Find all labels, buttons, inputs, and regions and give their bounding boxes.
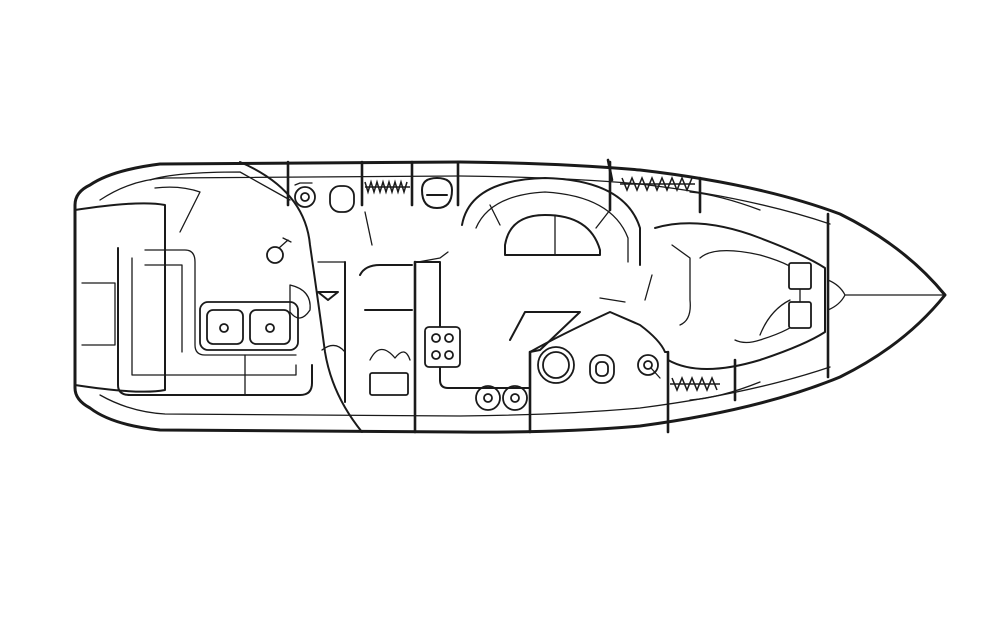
sink-drain-right bbox=[265, 323, 275, 333]
aft-head-faucet bbox=[294, 182, 313, 186]
aft-head-sink-drain bbox=[300, 192, 310, 202]
forward-hanging-locker-bottom bbox=[670, 376, 720, 392]
stove-burner-2 bbox=[444, 333, 454, 343]
forward-head-wall bbox=[529, 311, 669, 353]
forward-head-shower-drain bbox=[542, 351, 570, 379]
swim-platform bbox=[74, 202, 166, 393]
transom-step bbox=[81, 282, 116, 346]
galley-stove bbox=[424, 326, 461, 368]
stove-burner-4 bbox=[444, 350, 454, 360]
v-berth-locker-upper bbox=[788, 262, 812, 290]
anchor-locker bbox=[827, 279, 946, 311]
cockpit-coaming bbox=[149, 171, 291, 233]
aft-cabin-locker bbox=[369, 372, 409, 396]
aft-head-toilet bbox=[329, 185, 355, 213]
v-berth-locker-lower bbox=[788, 301, 812, 329]
galley-l-counter bbox=[469, 311, 581, 389]
aft-hanging-locker bbox=[364, 179, 410, 195]
shower-stall bbox=[421, 177, 453, 209]
v-berth-cushion bbox=[699, 250, 801, 344]
stove-burner-1 bbox=[431, 333, 441, 343]
dinette-cushion-dividers bbox=[489, 204, 611, 256]
galley-sink-drain-left bbox=[483, 393, 493, 403]
helm-seat bbox=[289, 284, 311, 319]
stove-burner-3 bbox=[431, 350, 441, 360]
cockpit-seat-inner bbox=[131, 249, 297, 376]
forward-head-toilet-seat bbox=[595, 361, 609, 377]
cockpit-seat-outer bbox=[117, 247, 313, 396]
galley-sink-drain-right bbox=[510, 393, 520, 403]
v-berth-side bbox=[671, 244, 791, 336]
gunwale-line bbox=[99, 175, 831, 417]
aft-cabin-pillow bbox=[369, 348, 411, 361]
bow-pulpit-lines bbox=[689, 191, 761, 401]
aft-cabin-berth bbox=[344, 261, 413, 403]
galley-counter bbox=[414, 261, 471, 389]
v-berth-outline bbox=[654, 222, 826, 370]
forward-head-sink-drain bbox=[643, 360, 653, 370]
bulkhead-aft-cabin bbox=[286, 160, 460, 207]
sink-drain-left bbox=[219, 323, 229, 333]
forward-head-faucet bbox=[650, 367, 661, 379]
forward-hanging-locker-top bbox=[620, 176, 695, 192]
cockpit-table-pedestal bbox=[266, 246, 284, 264]
dinette-seat-inner bbox=[475, 191, 629, 263]
salon-floor-lines bbox=[364, 211, 653, 303]
cockpit-seat-cushion bbox=[144, 264, 246, 396]
pedestal-handle bbox=[278, 237, 292, 249]
dinette-seat-outer bbox=[461, 177, 641, 266]
helm-wheel-marker bbox=[317, 291, 339, 301]
